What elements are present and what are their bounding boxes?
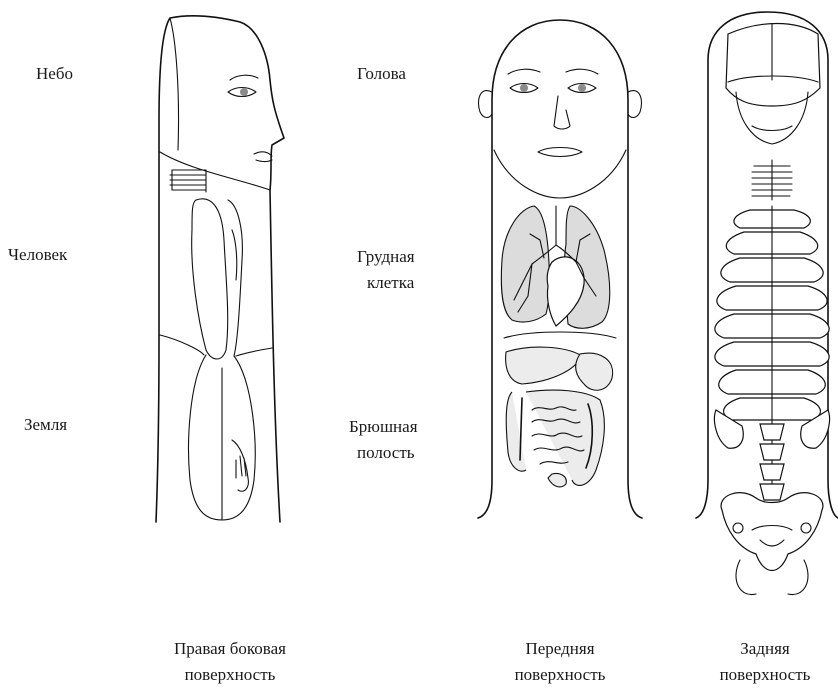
skull — [726, 24, 820, 107]
lateral-figure — [156, 16, 284, 522]
lateral-leg-back — [189, 355, 222, 520]
lateral-eye-pupil — [240, 88, 248, 96]
anterior-figure — [478, 20, 642, 518]
lateral-arm — [192, 199, 228, 359]
stomach — [576, 353, 613, 390]
lateral-hand — [232, 440, 248, 491]
lateral-leg-front — [222, 356, 255, 520]
liver — [506, 347, 582, 384]
posterior-figure — [696, 12, 838, 595]
pelvis — [721, 493, 823, 571]
anterior-eye-right-pupil — [578, 84, 586, 92]
cervical-vertebrae — [752, 160, 792, 200]
anterior-lungs — [501, 206, 609, 328]
lateral-silhouette — [156, 16, 284, 522]
anterior-abdomen-organs — [506, 347, 613, 487]
lateral-neck-vertebrae — [170, 170, 206, 192]
anterior-eye-left-pupil — [520, 84, 528, 92]
anterior-jawline — [494, 150, 626, 198]
lung-right — [501, 206, 549, 322]
